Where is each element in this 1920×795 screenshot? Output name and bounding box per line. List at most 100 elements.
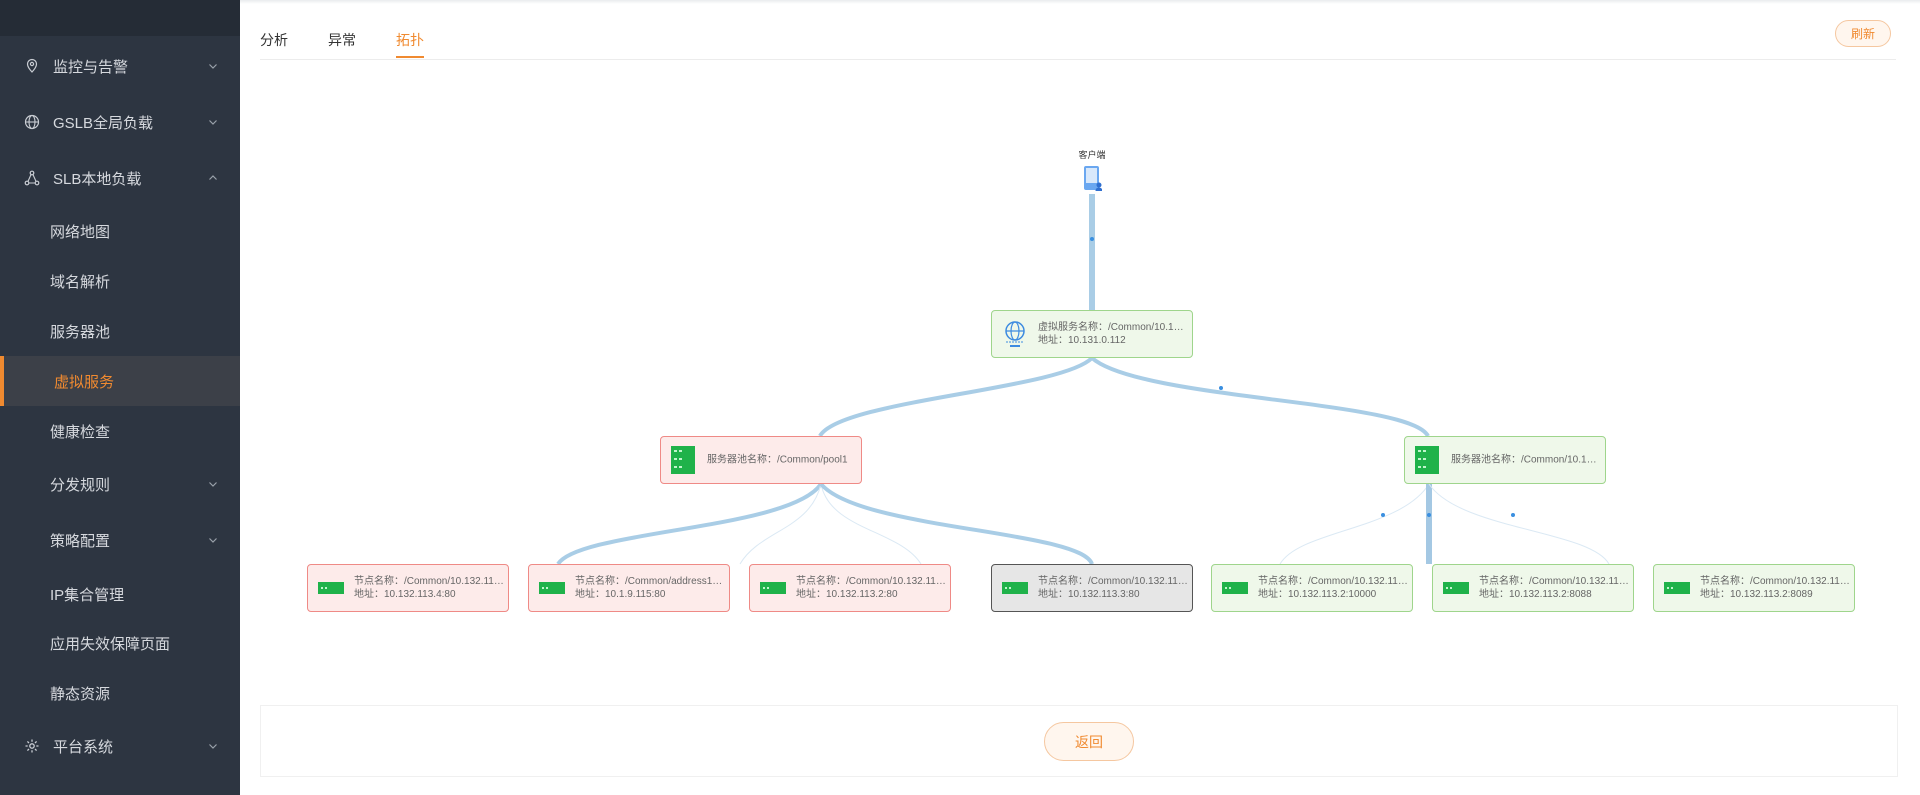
sidebar-item-server-pool[interactable]: 服务器池: [0, 306, 240, 356]
client-node[interactable]: 客户端: [1072, 148, 1112, 193]
sidebar-item-dispatch-rules[interactable]: 分发规则: [0, 459, 240, 509]
virtual-server-node[interactable]: 虚拟服务名称：/Common/10.131… 地址：10.131.0.112: [991, 310, 1193, 358]
server-icon: [1664, 582, 1690, 594]
logo-area: [0, 0, 240, 36]
node-text: 节点名称：/Common/10.132.113… 地址：10.132.113.2…: [1479, 575, 1629, 601]
tab-underline: [396, 56, 424, 58]
server-icon: [539, 582, 565, 594]
sidebar-group-slb[interactable]: SLB本地负载: [0, 150, 240, 206]
member-node[interactable]: 节点名称：/Common/10.132.113… 地址：10.132.113.2…: [1432, 564, 1634, 612]
gear-icon: [25, 739, 39, 753]
node-name: 节点名称：/Common/10.132.113…: [1700, 576, 1850, 587]
node-name: 节点名称：/Common/10.132.113…: [354, 576, 504, 587]
node-text: 服务器池名称：/Common/pool1: [707, 454, 857, 467]
sidebar-group-label: SLB本地负载: [53, 170, 142, 188]
flow-dot: [1511, 513, 1515, 517]
client-label: 客户端: [1078, 150, 1106, 160]
tab-label: 拓扑: [396, 32, 424, 48]
server-icon: [1222, 582, 1248, 594]
sidebar-item-label: 服务器池: [50, 323, 111, 341]
tab-analysis[interactable]: 分析: [260, 30, 288, 50]
sidebar-item-label: 策略配置: [50, 532, 111, 550]
sidebar-item-network-map[interactable]: 网络地图: [0, 206, 240, 256]
chevron-up-icon: [209, 175, 217, 180]
tab-bar: 分析 异常 拓扑: [260, 20, 1896, 60]
tab-anomaly[interactable]: 异常: [328, 30, 356, 50]
sidebar-item-policy-config[interactable]: 策略配置: [0, 515, 240, 565]
link-pool2-node5: [1279, 483, 1430, 565]
member-node[interactable]: 节点名称：/Common/10.132.113… 地址：10.132.113.4…: [307, 564, 509, 612]
link-vs-pool2: [1090, 356, 1430, 438]
node-text: 节点名称：/Common/10.132.113… 地址：10.132.113.2…: [1700, 575, 1850, 601]
sidebar-item-health-check[interactable]: 健康检查: [0, 406, 240, 456]
sidebar-group-label: GSLB全局负载: [53, 114, 154, 132]
node-name: 节点名称：/Common/10.132.113…: [796, 576, 946, 587]
sidebar-item-static-resources[interactable]: 静态资源: [0, 668, 240, 718]
chevron-down-icon: [209, 482, 217, 487]
sidebar-item-dns[interactable]: 域名解析: [0, 256, 240, 306]
chevron-down-icon: [209, 120, 217, 125]
sidebar-item-label: 分发规则: [50, 476, 111, 494]
node-text: 节点名称：/Common/10.132.113… 地址：10.132.113.2…: [1258, 575, 1408, 601]
member-node[interactable]: 节点名称：/Common/10.132.113… 地址：10.132.113.2…: [1653, 564, 1855, 612]
node-name: 节点名称：/Common/10.132.113…: [1258, 576, 1408, 587]
member-node[interactable]: 节点名称：/Common/10.132.113… 地址：10.132.113.3…: [991, 564, 1193, 612]
sidebar-item-label: 域名解析: [50, 273, 111, 291]
node-address: 地址：10.132.113.3:80: [1038, 589, 1140, 600]
node-name: 节点名称：/Common/10.132.113…: [1479, 576, 1629, 587]
node-address: 地址：10.132.113.2:80: [796, 589, 898, 600]
client-device-icon: [1084, 166, 1102, 191]
link-pool2-node7: [1428, 483, 1610, 565]
node-text: 虚拟服务名称：/Common/10.131… 地址：10.131.0.112: [1038, 321, 1188, 347]
server-icon: [1443, 582, 1469, 594]
server-icon: [1002, 582, 1028, 594]
sidebar-item-virtual-service[interactable]: 虚拟服务: [0, 356, 240, 406]
sidebar-item-label: 静态资源: [50, 685, 111, 703]
tab-label: 分析: [260, 32, 288, 48]
refresh-button[interactable]: 刷新: [1835, 20, 1891, 47]
node-address: 地址：10.1.9.115:80: [575, 589, 666, 600]
sidebar-group-label: 平台系统: [53, 738, 114, 756]
sidebar-item-failover-page[interactable]: 应用失效保障页面: [0, 618, 240, 668]
link-pool1-node1: [556, 482, 823, 566]
location-pin-icon: [26, 58, 38, 73]
sidebar-item-ip-set[interactable]: IP集合管理: [0, 569, 240, 619]
tab-topology[interactable]: 拓扑: [396, 30, 424, 58]
node-text: 节点名称：/Common/10.132.113… 地址：10.132.113.2…: [796, 575, 946, 601]
topology-canvas: 客户端 虚拟服务名称：/Common/10.13: [260, 60, 1900, 690]
sidebar-item-label: IP集合管理: [50, 586, 125, 604]
sidebar-group-platform[interactable]: 平台系统: [0, 718, 240, 774]
node-text: 节点名称：/Common/10.132.113… 地址：10.132.113.4…: [354, 575, 504, 601]
node-name: 虚拟服务名称：/Common/10.131…: [1038, 322, 1188, 333]
node-address: 地址：10.131.0.112: [1038, 335, 1126, 346]
member-node[interactable]: 节点名称：/Common/10.132.113… 地址：10.132.113.2…: [1211, 564, 1413, 612]
node-text: 服务器池名称：/Common/10.132…: [1451, 454, 1601, 467]
flow-dot: [1219, 386, 1223, 390]
sidebar-item-label: 网络地图: [50, 223, 111, 241]
node-text: 节点名称：/Common/address1:… 地址：10.1.9.115:80: [575, 575, 725, 601]
back-button[interactable]: 返回: [1044, 722, 1134, 761]
member-node[interactable]: 节点名称：/Common/10.132.113… 地址：10.132.113.2…: [749, 564, 951, 612]
member-node[interactable]: 节点名称：/Common/address1:… 地址：10.1.9.115:80: [528, 564, 730, 612]
pool-node[interactable]: 服务器池名称：/Common/10.132…: [1404, 436, 1606, 484]
link-pool1-node2: [739, 483, 822, 565]
sidebar-group-gslb[interactable]: GSLB全局负载: [0, 94, 240, 150]
node-name: 节点名称：/Common/address1:…: [575, 576, 725, 587]
flow-dot: [1381, 513, 1385, 517]
node-name: 节点名称：/Common/10.132.113…: [1038, 576, 1188, 587]
node-text: 节点名称：/Common/10.132.113… 地址：10.132.113.3…: [1038, 575, 1188, 601]
topology-links: [556, 194, 1610, 566]
pool-node[interactable]: 服务器池名称：/Common/pool1: [660, 436, 862, 484]
sidebar-item-label: 应用失效保障页面: [50, 635, 171, 653]
sidebar-item-label: 健康检查: [50, 423, 111, 441]
sidebar-item-label: 虚拟服务: [54, 373, 115, 391]
top-shadow: [240, 0, 1920, 4]
sidebar-group-monitoring[interactable]: 监控与告警: [0, 38, 240, 94]
link-pool1-node4: [819, 482, 1094, 566]
sidebar: 监控与告警 GSLB全局负载 SLB本地负载 网络地图 域名解析 服务器池 虚拟…: [0, 0, 240, 795]
link-vs-pool1: [818, 356, 1094, 438]
globe-icon: [24, 114, 40, 130]
globe-server-icon: [1005, 321, 1025, 347]
chevron-down-icon: [209, 538, 217, 543]
server-icon: [318, 582, 344, 594]
